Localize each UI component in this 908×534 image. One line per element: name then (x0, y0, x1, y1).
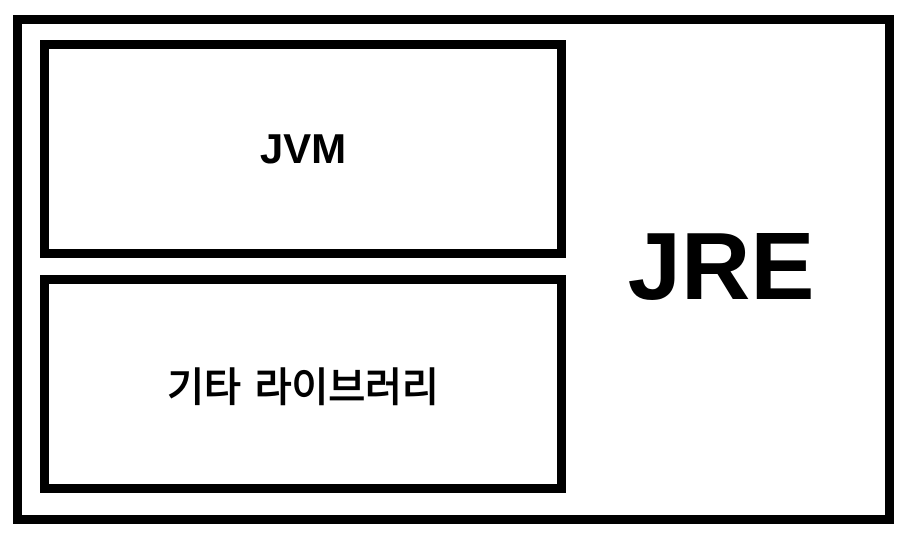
jvm-label: JVM (259, 125, 347, 172)
jre-label: JRE (627, 212, 815, 320)
jvm-box: JVM (40, 40, 566, 258)
other-libraries-box: 기타 라이브러리 (40, 275, 566, 493)
other-libraries-label: 기타 라이브러리 (167, 365, 439, 411)
